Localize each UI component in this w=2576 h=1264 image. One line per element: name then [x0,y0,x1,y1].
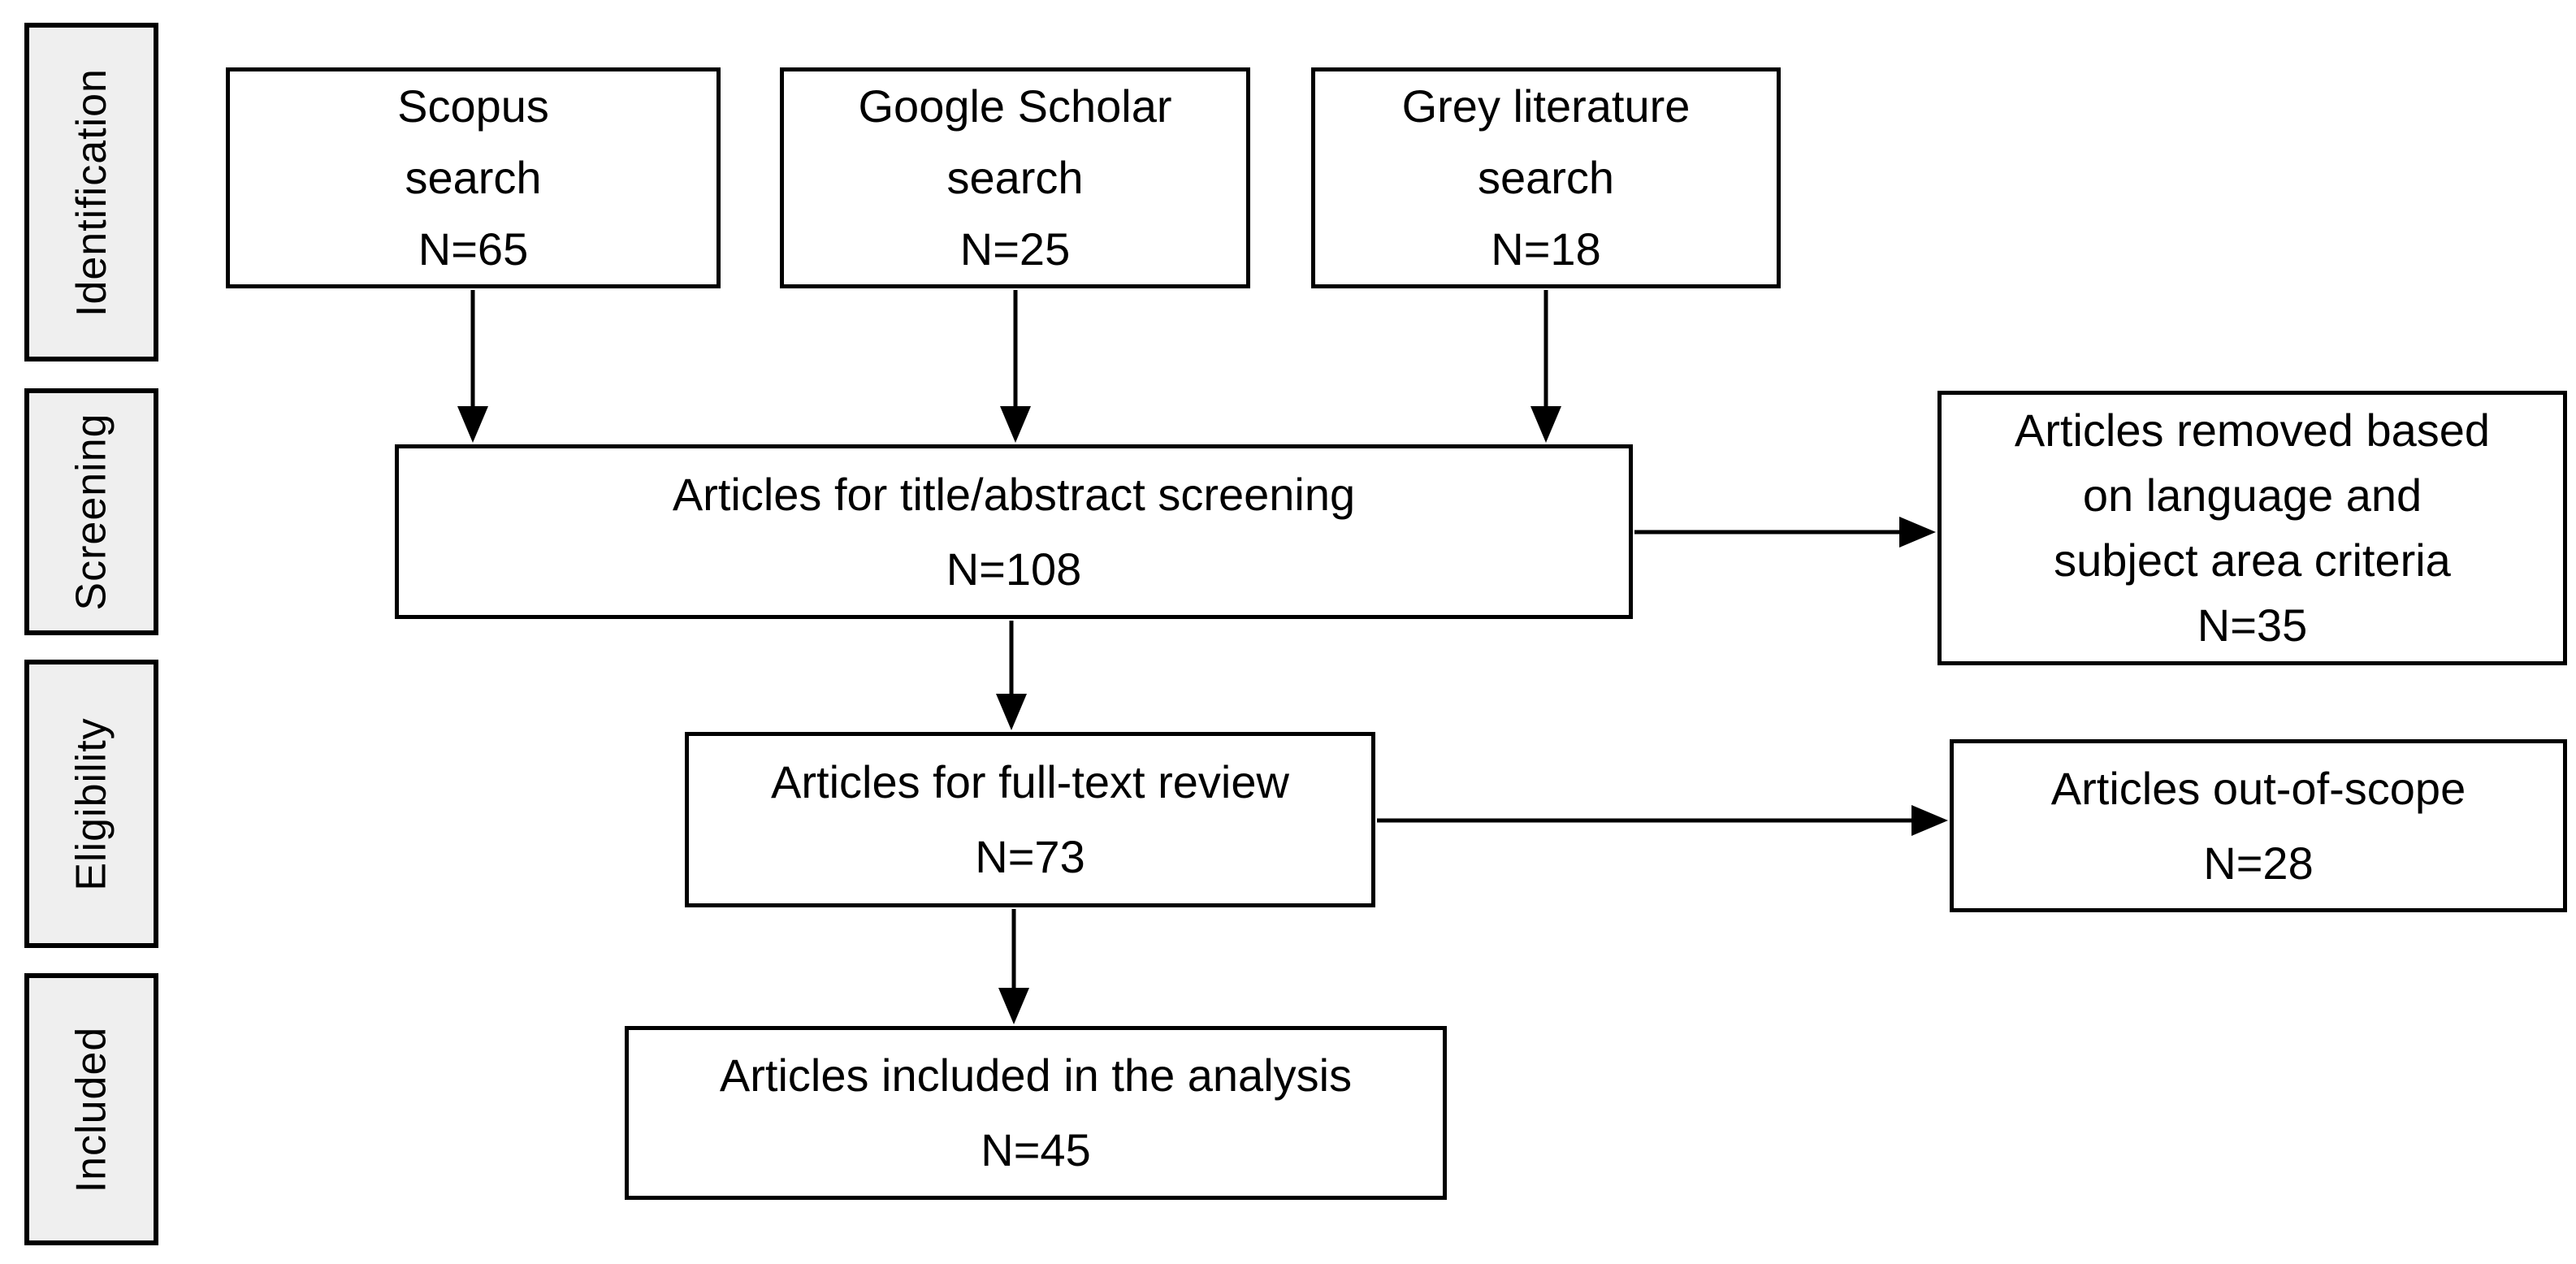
node-count: N=108 [946,543,1082,595]
arrow-scopus-to-screening [457,290,488,443]
stage-screening: Screening [24,388,158,635]
node-count: N=28 [2203,837,2314,889]
node-scopus-search: Scopus search N=65 [226,67,721,288]
node-count: N=65 [418,223,529,275]
node-label-line: Google Scholar [858,80,1172,132]
node-label-line: Grey literature [1401,80,1691,132]
node-google-scholar-search: Google Scholar search N=25 [780,67,1250,288]
arrow-full-text-to-out-of-scope [1377,805,1948,836]
arrow-screening-to-full-text [996,621,1027,730]
node-label-line: Articles included in the analysis [719,1050,1353,1101]
arrow-google-scholar-to-screening [1000,290,1031,443]
node-label-line: search [946,152,1084,203]
node-count: N=45 [981,1124,1091,1175]
node-count: N=25 [959,223,1071,275]
node-label-line: Scopus [397,80,549,132]
stage-label: Eligibility [67,716,115,891]
node-count: N=35 [2197,600,2308,651]
node-removed-language-subject: Articles removed based on language and s… [1937,391,2567,665]
stage-eligibility: Eligibility [24,660,158,948]
node-out-of-scope: Articles out-of-scope N=28 [1950,739,2567,912]
node-label-line: search [1477,152,1615,203]
stage-included: Included [24,973,158,1245]
node-label-line: Articles for full-text review [771,756,1289,807]
node-label-line: search [405,152,542,203]
node-label-line: Articles out-of-scope [2050,762,2466,814]
node-label-line: on language and [2082,470,2422,521]
node-label-line: Articles for title/abstract screening [672,468,1356,520]
node-grey-literature-search: Grey literature search N=18 [1311,67,1781,288]
node-label-line: Articles removed based [2014,405,2491,456]
arrow-full-text-to-included [998,909,1029,1024]
stage-label: Identification [67,67,115,317]
stage-label: Included [67,1026,115,1193]
node-count: N=18 [1491,223,1601,275]
node-full-text-review: Articles for full-text review N=73 [685,732,1375,907]
node-label-line: subject area criteria [2054,535,2451,586]
arrow-screening-to-removed [1634,517,1936,548]
node-included-analysis: Articles included in the analysis N=45 [625,1026,1447,1200]
stage-label: Screening [67,413,115,611]
node-title-abstract-screening: Articles for title/abstract screening N=… [395,444,1633,619]
node-count: N=73 [975,831,1085,882]
arrow-grey-literature-to-screening [1530,290,1561,443]
stage-identification: Identification [24,23,158,361]
